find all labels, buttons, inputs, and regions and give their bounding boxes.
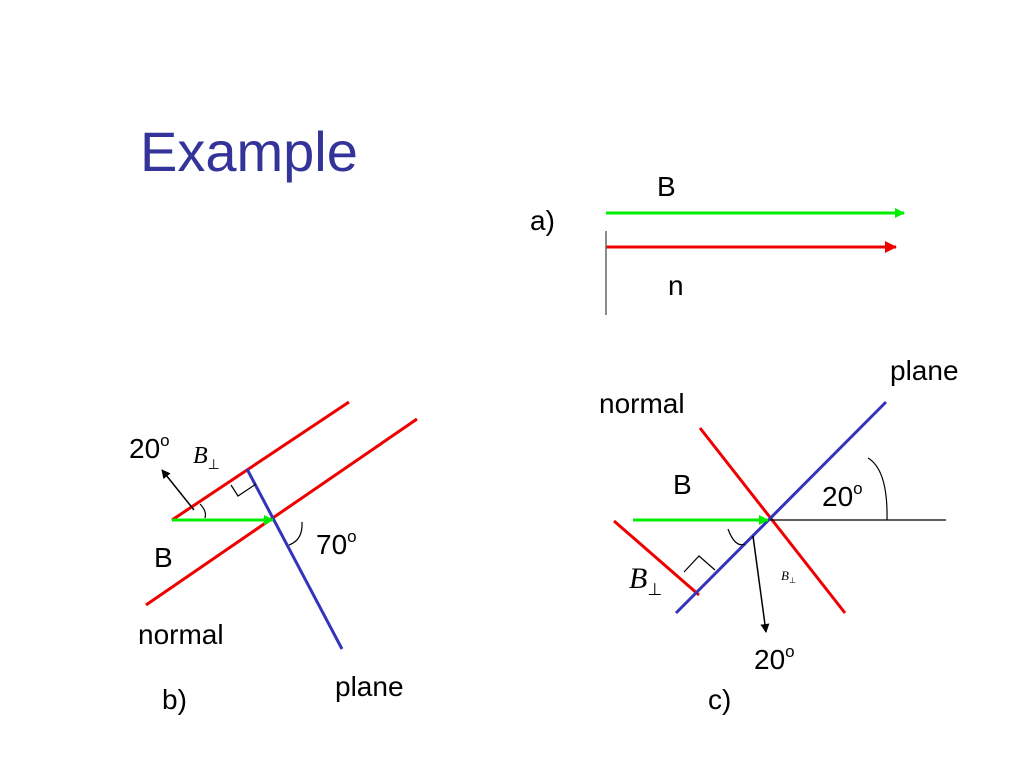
diagram-c-right-angle-mark — [683, 555, 716, 573]
diagram-c-plane-line — [674, 400, 888, 615]
diagram-b-caption: b) — [162, 684, 187, 715]
diagram-b-angle-arc-2 — [288, 521, 303, 546]
diagram-b-perp-label: B⊥ — [193, 443, 220, 473]
diagram-b-right-angle-mark — [230, 483, 257, 497]
diagram-a: a) B n — [530, 171, 905, 315]
diagram-b-normal-line-2 — [171, 400, 350, 522]
diagram-a-n-label: n — [668, 270, 684, 301]
slide-title: Example — [140, 120, 358, 183]
diagram-c-perp-red-line — [613, 519, 700, 597]
diagram-b-normal-label: normal — [138, 619, 224, 650]
diagram-c-angle-arc-2 — [727, 528, 746, 546]
diagram-a-caption: a) — [530, 205, 555, 236]
diagram-b-angle-arc-1 — [199, 503, 207, 519]
diagram-c-normal-label: normal — [599, 388, 685, 419]
diagram-b-perp-arrow — [161, 469, 195, 511]
diagram-c: plane normal B 20o B⊥ B⊥ 20o c) — [599, 355, 959, 715]
diagram-a-b-label: B — [657, 171, 676, 202]
diagram-c-angle-label-1: 20o — [822, 479, 863, 512]
diagram-c-angle-arc-1 — [867, 457, 888, 521]
diagram-c-b-label: B — [673, 469, 692, 500]
diagram-c-perp-label: B⊥ — [629, 562, 662, 599]
diagram-b-plane-line — [245, 468, 344, 650]
diagram-b-normal-line — [145, 417, 418, 607]
diagram-c-caption: c) — [708, 684, 731, 715]
diagram-b-angle-label-1: 20o — [129, 431, 170, 464]
diagram-b-angle-label-2: 70o — [316, 527, 357, 560]
diagram-c-plane-label: plane — [890, 355, 959, 386]
diagram-c-angle-label-2: 20o — [754, 642, 795, 675]
diagram-c-perp-arrow — [752, 535, 770, 633]
diagram-b-plane-label: plane — [335, 671, 404, 702]
diagram-b-b-label: B — [154, 542, 173, 573]
diagram-b: 20o B⊥ B 70o normal plane b) — [129, 400, 418, 715]
diagram-c-perp-label-small: B⊥ — [781, 568, 796, 585]
